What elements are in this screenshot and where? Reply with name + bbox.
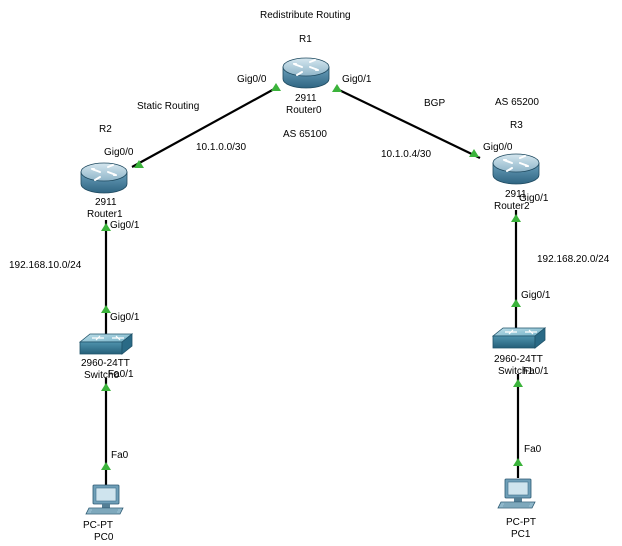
label-static-routing: Static Routing [137, 101, 199, 112]
port-up-indicator [332, 84, 342, 92]
port-up-indicator [101, 383, 111, 391]
switch1-name: Switch1 [498, 366, 533, 377]
label-r1: R1 [299, 34, 312, 45]
port-up-indicator [469, 149, 479, 157]
port-label-sw1-fa01: Fa0/1 [523, 366, 549, 377]
label-net-r1-r2: 10.1.0.0/30 [196, 142, 246, 153]
switch1-model: 2960-24TT [494, 354, 543, 365]
router0-model: 2911 [295, 93, 317, 104]
port-label-sw0-fa01: Fa0/1 [108, 369, 134, 380]
switch0-model: 2960-24TT [81, 358, 130, 369]
port-label-sw0-gig01: Gig0/1 [110, 312, 140, 323]
port-up-indicator [101, 223, 111, 231]
port-label-sw1-gig01: Gig0/1 [521, 290, 551, 301]
port-label-r1-gig00: Gig0/0 [104, 147, 134, 158]
port-label-pc0-fa0: Fa0 [111, 450, 129, 461]
pc1-model: PC-PT [506, 517, 536, 528]
label-r3: R3 [510, 120, 523, 131]
pc1-name: PC1 [511, 529, 531, 540]
pc0-name: PC0 [94, 532, 114, 543]
router0-name: Router0 [286, 105, 322, 116]
label-r2: R2 [99, 124, 112, 135]
diagram-title: Redistribute Routing [260, 10, 351, 21]
port-up-indicator [101, 462, 111, 470]
port-up-indicator [134, 160, 144, 168]
port-indicators [101, 83, 523, 470]
port-label-r2-gig00: Gig0/0 [483, 142, 513, 153]
router1-name: Router1 [87, 209, 123, 220]
label-lan-right: 192.168.20.0/24 [537, 254, 610, 265]
pc-icon-pc1[interactable] [497, 478, 536, 509]
port-label-r0-gig00: Gig0/0 [237, 74, 267, 85]
port-label-r0-gig01: Gig0/1 [342, 74, 372, 85]
port-up-indicator [511, 299, 521, 307]
port-up-indicator [513, 379, 523, 387]
label-as-65200: AS 65200 [495, 97, 539, 108]
router-icon-router1[interactable] [80, 162, 128, 194]
label-lan-left: 192.168.10.0/24 [9, 260, 82, 271]
switch0-name: Switch0 [84, 370, 119, 381]
label-net-r1-r3: 10.1.0.4/30 [381, 149, 431, 160]
router2-name: Router2 [494, 201, 530, 212]
port-label-r1-gig01: Gig0/1 [110, 220, 140, 231]
router2-model: 2911 [505, 189, 527, 200]
router-icon-router2[interactable] [492, 153, 540, 185]
links [104, 87, 520, 485]
port-up-indicator [511, 214, 521, 222]
switch-icon-switch0[interactable] [79, 333, 133, 355]
router-icon-router0[interactable] [282, 57, 330, 89]
port-label-r2-gig01: Gig0/1 [519, 193, 549, 204]
pc-icon-pc0[interactable] [85, 484, 124, 515]
label-as-65100: AS 65100 [283, 129, 327, 140]
port-up-indicator [101, 305, 111, 313]
pc0-model: PC-PT [83, 520, 113, 531]
port-up-indicator [271, 83, 281, 91]
link-r0-r2[interactable] [336, 88, 481, 159]
port-up-indicator [513, 458, 523, 466]
router1-model: 2911 [95, 197, 117, 208]
port-label-pc1-fa0: Fa0 [524, 444, 542, 455]
link-r0-r1[interactable] [131, 87, 277, 168]
switch-icon-switch1[interactable] [492, 327, 546, 349]
label-bgp: BGP [424, 98, 445, 109]
